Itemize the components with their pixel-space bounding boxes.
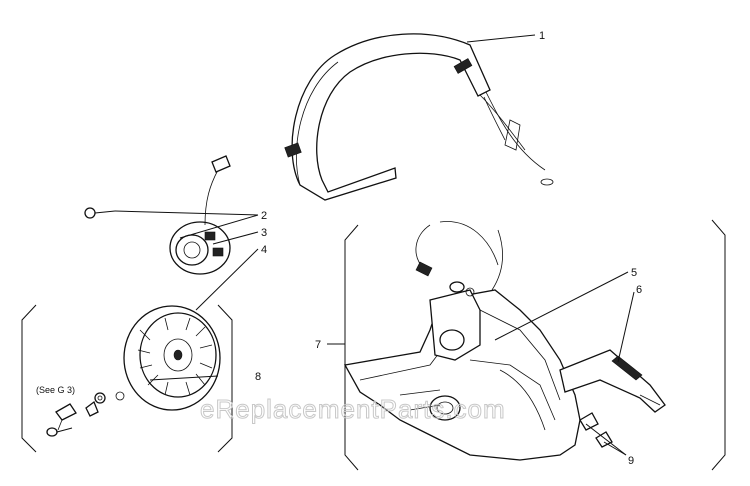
bracket-group-left <box>21 304 233 453</box>
callout-7: 7 <box>315 339 321 351</box>
front-handle-bar <box>284 33 554 201</box>
coil-screw <box>84 207 116 219</box>
callout-5: 5 <box>631 267 637 279</box>
callout-8: 8 <box>255 371 261 383</box>
callout-2: 2 <box>261 210 267 222</box>
callout-9: 9 <box>628 455 634 467</box>
ignition-coil <box>84 155 231 275</box>
callout-3: 3 <box>261 227 267 239</box>
mount-hardware <box>579 412 613 448</box>
callout-6: 6 <box>636 284 642 296</box>
callout-1: 1 <box>539 30 545 42</box>
bracket-group-right <box>344 219 726 471</box>
flywheel-hardware <box>46 391 125 437</box>
watermark-text: eReplacementParts.com <box>200 394 506 424</box>
crankcase-assembly <box>343 221 581 461</box>
callout-4: 4 <box>261 244 267 256</box>
leader-lines <box>114 34 635 456</box>
flywheel <box>123 305 221 411</box>
see-reference-note: (See G 3) <box>36 385 75 395</box>
side-cover-strip <box>559 349 666 413</box>
flywheel-bolt <box>46 427 73 437</box>
callout-labels: 1 2 3 4 5 6 7 8 9 (See G 3) <box>36 30 642 467</box>
